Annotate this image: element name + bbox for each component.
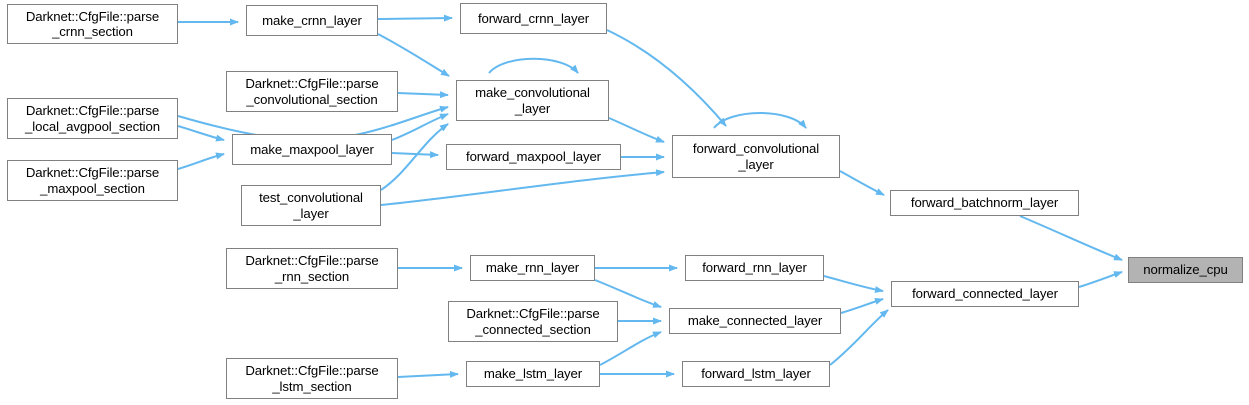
node-parse_maxpool[interactable]: Darknet::CfgFile::parse _maxpool_section <box>7 160 178 201</box>
edge-make_conv-to-make_conv <box>488 57 579 74</box>
node-make_crnn[interactable]: make_crnn_layer <box>246 5 378 36</box>
node-forward_conv[interactable]: forward_convolutional _layer <box>672 135 840 178</box>
edge-parse_local_avg-to-make_maxpool <box>177 125 225 142</box>
node-parse_crnn[interactable]: Darknet::CfgFile::parse _crnn_section <box>7 4 178 44</box>
edge-forward_rnn-to-forward_connected <box>823 275 884 294</box>
node-make_maxpool[interactable]: make_maxpool_layer <box>232 134 392 165</box>
node-parse_conv[interactable]: Darknet::CfgFile::parse _convolutional_s… <box>226 71 398 112</box>
edge-make_connected-to-forward_connected <box>840 298 884 314</box>
node-parse_connected[interactable]: Darknet::CfgFile::parse _connected_secti… <box>448 301 618 342</box>
edge-make_maxpool-to-forward_maxpool <box>391 151 439 159</box>
node-make_rnn[interactable]: make_rnn_layer <box>470 255 595 281</box>
edge-forward_connected-to-normalize_cpu <box>1078 271 1123 288</box>
node-forward_rnn[interactable]: forward_rnn_layer <box>685 255 824 281</box>
node-parse_lstm[interactable]: Darknet::CfgFile::parse _lstm_section <box>226 358 398 399</box>
node-parse_rnn[interactable]: Darknet::CfgFile::parse _rnn_section <box>226 248 398 289</box>
edge-make_crnn-to-make_conv <box>377 33 450 77</box>
node-make_conv[interactable]: make_convolutional _layer <box>456 80 609 121</box>
node-make_lstm[interactable]: make_lstm_layer <box>466 361 600 387</box>
edge-forward_batchnorm-to-normalize_cpu <box>1019 215 1123 261</box>
edge-make_maxpool-to-make_conv <box>391 113 449 141</box>
node-normalize_cpu[interactable]: normalize_cpu <box>1128 257 1243 283</box>
edge-parse_conv-to-make_conv <box>397 91 449 99</box>
node-forward_lstm[interactable]: forward_lstm_layer <box>682 361 830 387</box>
edge-make_conv-to-forward_conv <box>608 117 665 143</box>
node-parse_local_avg[interactable]: Darknet::CfgFile::parse _local_avgpool_s… <box>7 98 178 139</box>
node-forward_connected[interactable]: forward_connected_layer <box>891 281 1079 307</box>
edge-parse_maxpool-to-make_maxpool <box>177 152 225 170</box>
node-forward_crnn[interactable]: forward_crnn_layer <box>460 3 607 34</box>
edge-parse_lstm-to-make_lstm <box>397 370 459 378</box>
edge-make_crnn-to-forward_crnn <box>377 14 453 22</box>
edge-forward_conv-to-forward_batchnorm <box>839 170 885 196</box>
edge-test_conv-to-forward_conv <box>380 169 665 206</box>
edge-forward_conv-to-forward_conv <box>713 112 807 129</box>
node-forward_batchnorm[interactable]: forward_batchnorm_layer <box>890 190 1079 216</box>
edge-forward_crnn-to-forward_conv <box>606 29 727 127</box>
node-test_conv[interactable]: test_convolutional _layer <box>241 185 381 226</box>
node-make_connected[interactable]: make_connected_layer <box>669 308 841 334</box>
node-forward_maxpool[interactable]: forward_maxpool_layer <box>446 144 621 170</box>
